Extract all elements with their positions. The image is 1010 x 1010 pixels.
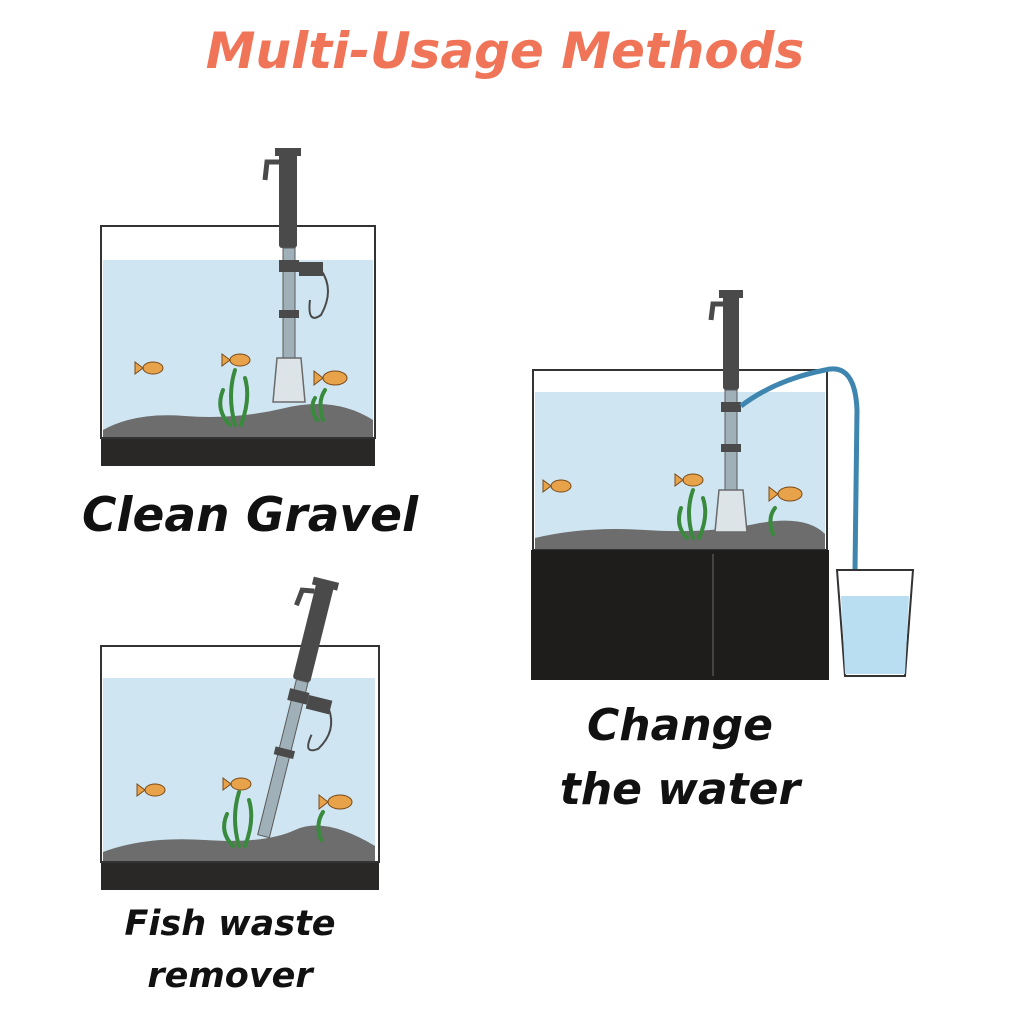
- gravel-cleaner-icon: [262, 148, 329, 403]
- gravel-bed: [535, 520, 825, 552]
- fish-waste-illustration: [100, 576, 380, 890]
- drain-hose: [739, 366, 860, 571]
- clean-gravel-illustration: [100, 148, 376, 466]
- tank-base: [101, 862, 379, 890]
- tank-glass: [100, 645, 380, 863]
- fish-icon: [134, 353, 348, 387]
- clean-gravel-caption: Clean Gravel: [81, 488, 419, 543]
- bucket-icon: [835, 569, 915, 677]
- plant-icon: [677, 488, 777, 540]
- water-changer-icon: [708, 290, 748, 533]
- tank-glass: [100, 225, 376, 439]
- fish-waste-line2: remover: [147, 956, 313, 996]
- change-water-line2: the water: [559, 764, 801, 815]
- fish-icon: [542, 473, 803, 503]
- waste-remover-icon: [257, 576, 340, 839]
- change-water-line1: Change: [587, 700, 773, 751]
- change-water-illustration: [531, 290, 915, 680]
- fish-icon: [136, 777, 353, 811]
- fish-waste-line1: Fish waste: [124, 904, 336, 944]
- plant-icon: [218, 368, 327, 427]
- fish-waste-caption: Fish waste remover: [100, 898, 360, 1002]
- page-title: Multi-Usage Methods: [205, 22, 805, 80]
- gravel-bed: [103, 404, 373, 440]
- cabinet: [531, 550, 829, 680]
- plant-icon: [222, 790, 325, 848]
- tank-base: [101, 438, 375, 466]
- change-water-caption: Change the water: [530, 694, 830, 822]
